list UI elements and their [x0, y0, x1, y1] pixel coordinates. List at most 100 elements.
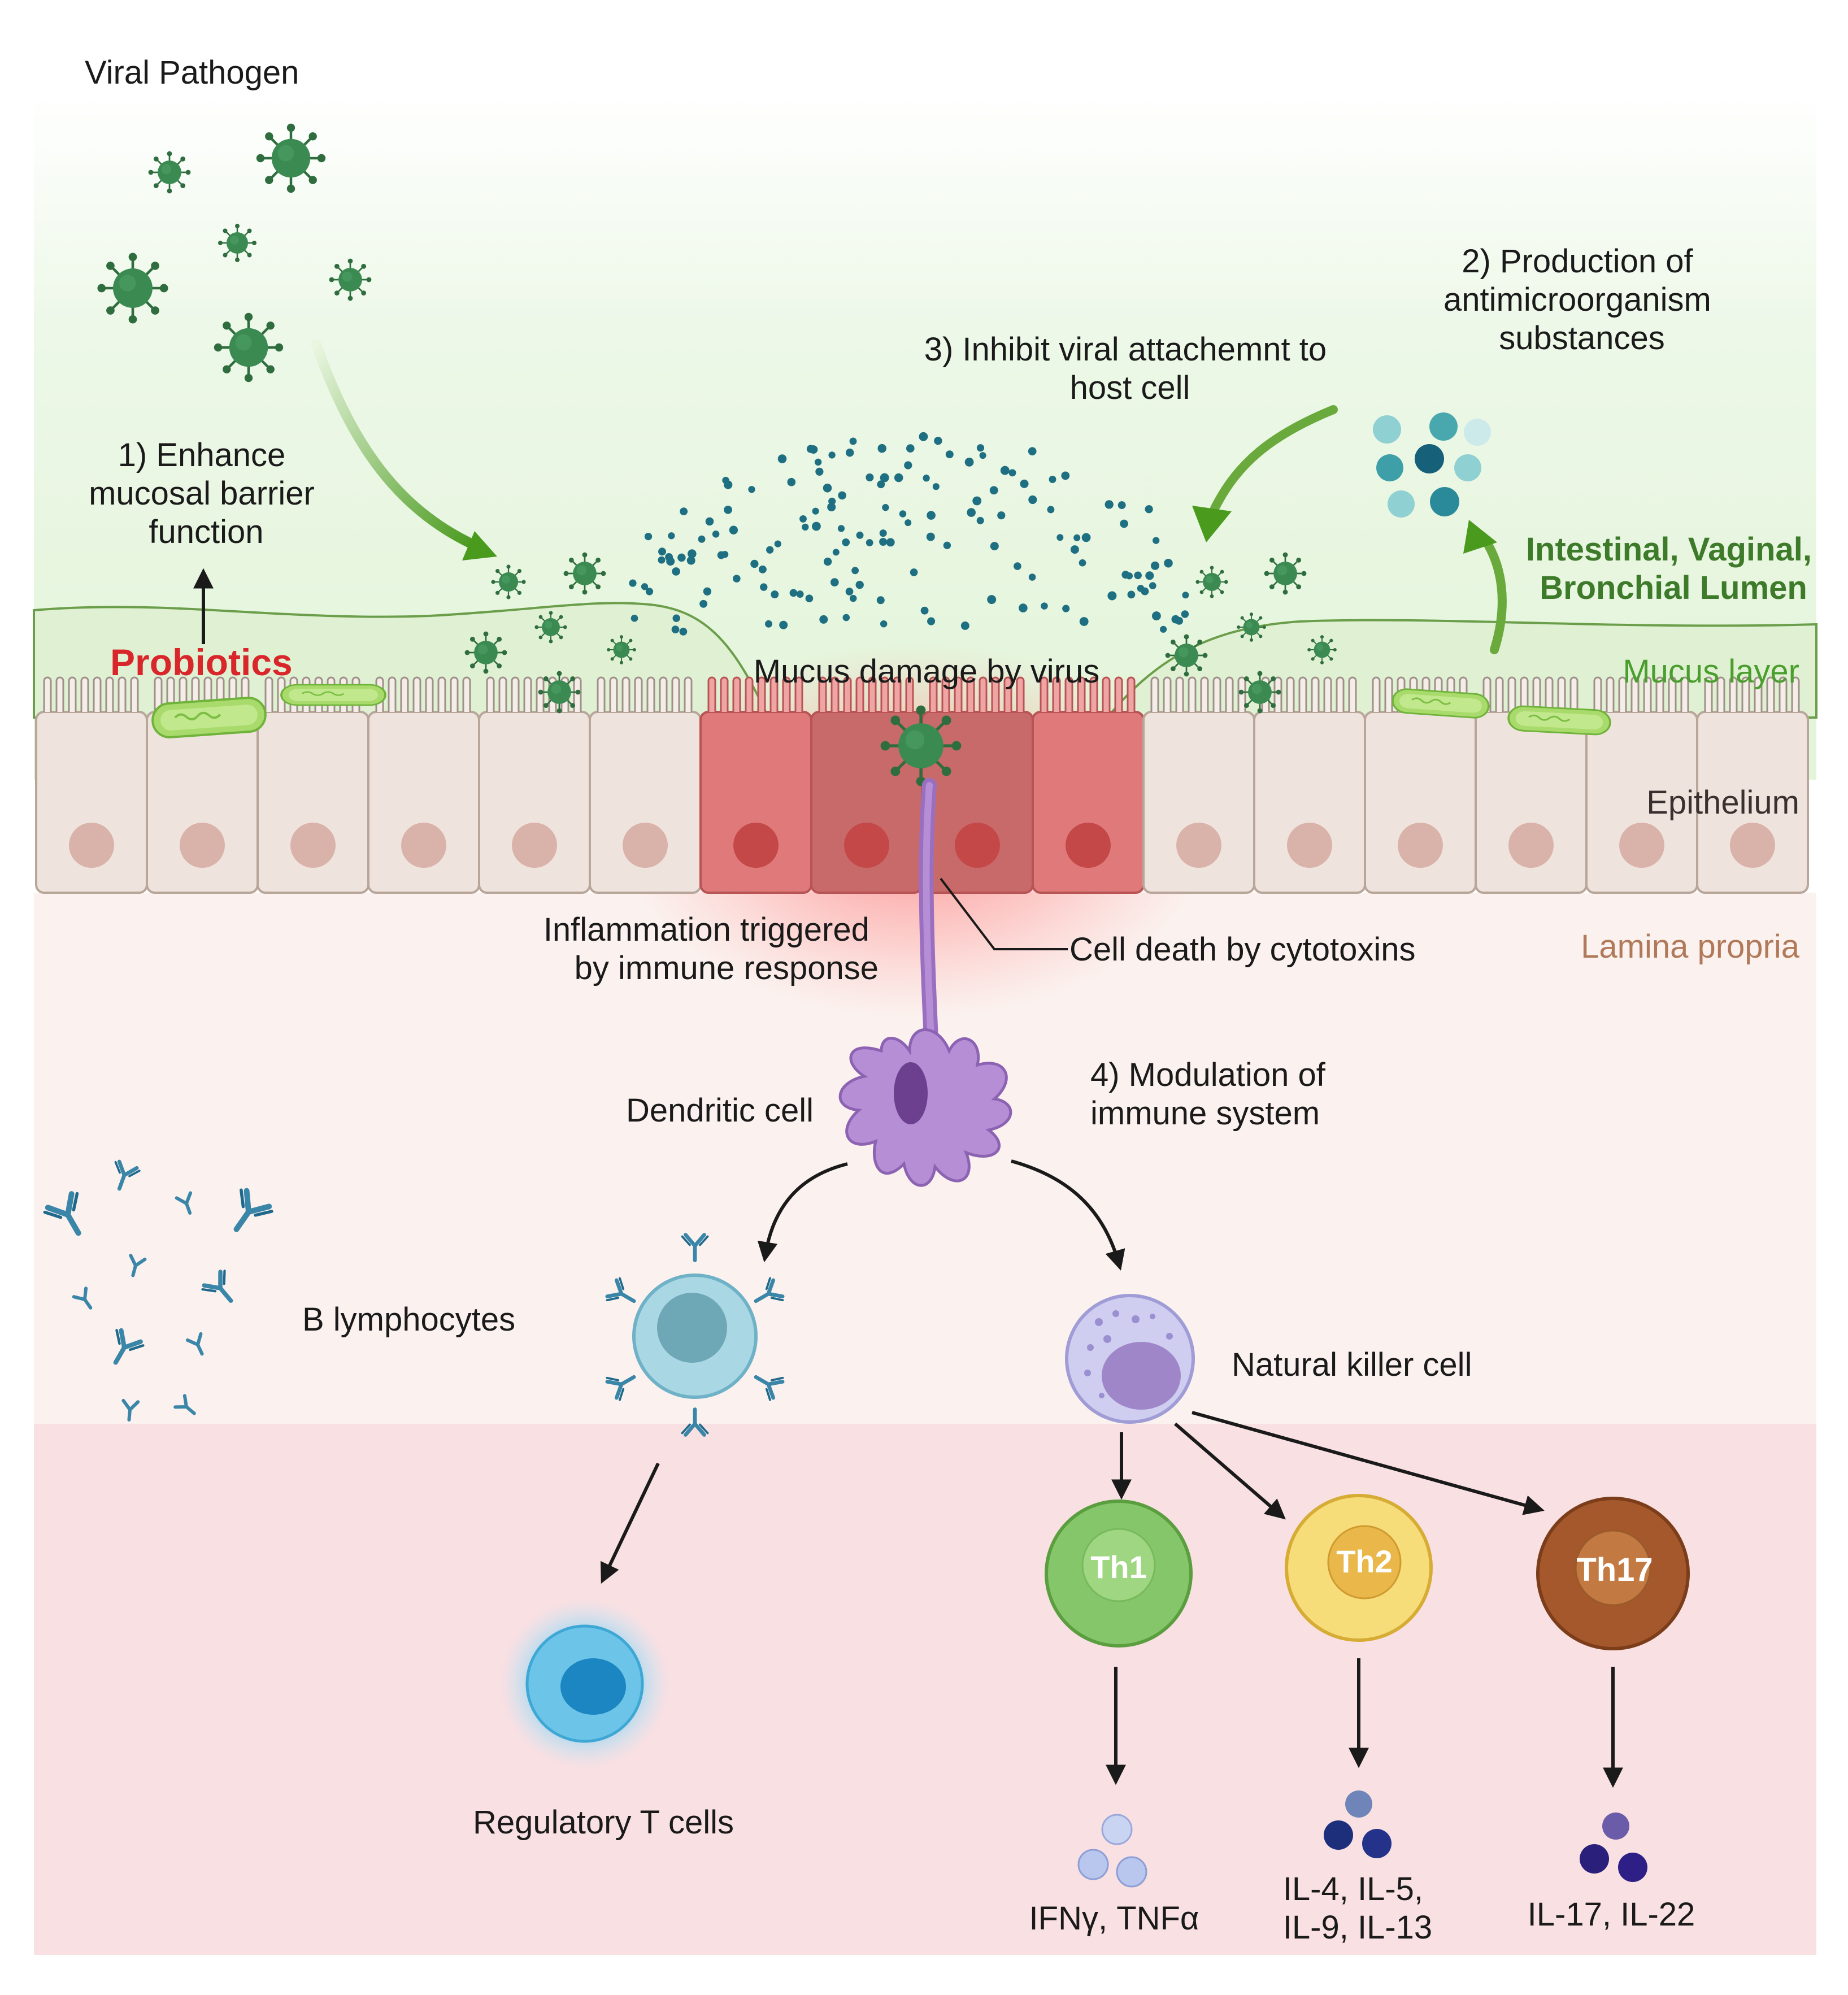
- cytokine-molecule-icon: [1580, 1844, 1609, 1874]
- mucus-dot: [979, 452, 986, 459]
- microvillus: [1754, 676, 1763, 712]
- mucus-dot: [882, 504, 889, 511]
- cytokine-molecule-icon: [1345, 1790, 1372, 1818]
- mucus-dot: [658, 547, 666, 556]
- th1-cell: [1045, 1499, 1193, 1648]
- cytokine-molecule-icon: [1324, 1820, 1353, 1850]
- mucus-dot: [880, 473, 889, 483]
- label-dendritic-cell: Dendritic cell: [626, 1092, 814, 1129]
- mucus-dot: [967, 508, 976, 517]
- label-epithelium: Epithelium: [1646, 784, 1799, 821]
- microvillus: [1150, 676, 1159, 712]
- microvillus: [1040, 676, 1049, 712]
- label-inflammation: Inflammation triggered by immune respons…: [543, 911, 879, 986]
- mucus-dot: [641, 583, 649, 590]
- mucus-dot: [876, 596, 885, 605]
- microvillus: [68, 676, 77, 712]
- mucus-dot: [1121, 571, 1130, 579]
- microvillus: [462, 676, 471, 712]
- b-cell-nucleus: [657, 1293, 727, 1363]
- probiotic-bacterium-icon: [280, 684, 386, 706]
- microvillus: [659, 676, 668, 712]
- epithelial-nucleus: [180, 823, 225, 868]
- virus-icon: [1164, 633, 1208, 677]
- mucus-dot: [877, 444, 886, 453]
- mucus-dot: [1164, 559, 1173, 568]
- arrow-dc-to-nk: [1011, 1159, 1125, 1271]
- mucus-dot: [672, 567, 680, 576]
- microvillus: [929, 676, 938, 712]
- microvillus: [707, 676, 716, 712]
- mucus-dot: [777, 454, 787, 463]
- mucus-dot: [1181, 610, 1189, 618]
- microvillus: [1495, 676, 1504, 712]
- microvillus: [880, 676, 889, 712]
- mucus-dot: [845, 448, 854, 457]
- mucus-dot: [879, 529, 887, 537]
- microvillus: [437, 676, 446, 712]
- microvillus: [1655, 676, 1664, 712]
- microvillus: [905, 676, 914, 712]
- mucus-dot: [904, 461, 912, 470]
- microvillus: [646, 676, 655, 712]
- cytokine-molecule-icon: [1618, 1853, 1647, 1882]
- label-lumen: Intestinal, Vaginal, Bronchial Lumen: [1526, 531, 1821, 606]
- mucus-dot: [1171, 615, 1180, 624]
- microvillus: [1003, 676, 1012, 712]
- microvillus: [93, 676, 102, 712]
- microvillus: [1520, 676, 1529, 712]
- mucus-dot: [934, 436, 942, 445]
- mucus-dot: [910, 568, 918, 576]
- mucus-dot: [779, 620, 788, 629]
- virus-icon: [1238, 670, 1282, 714]
- arrow-virus-to-mucus: [311, 340, 480, 550]
- mucus-dot: [1151, 611, 1161, 621]
- mucus-dot: [927, 617, 936, 625]
- microvillus: [1175, 676, 1184, 712]
- mucus-dot: [837, 525, 845, 532]
- microvillus: [1212, 676, 1221, 712]
- microvillus: [745, 676, 754, 712]
- mucus-dot: [987, 595, 997, 605]
- microvillus: [486, 676, 495, 712]
- arrow-nk-to-th17: [1192, 1411, 1545, 1515]
- mucus-dot: [1145, 571, 1154, 580]
- microvillus: [1643, 676, 1652, 712]
- cytokine-molecule-icon: [1602, 1813, 1629, 1840]
- antimicrobial-molecule-icon: [1464, 419, 1491, 446]
- label-mucus-layer: Mucus layer: [1623, 653, 1799, 690]
- mucus-dot: [1073, 534, 1081, 541]
- th2-cell: [1285, 1494, 1433, 1642]
- epithelial-nucleus: [733, 823, 779, 868]
- microvillus: [1163, 676, 1172, 712]
- mucus-dot: [814, 458, 822, 466]
- microvillus: [1569, 676, 1579, 712]
- mucus-dot: [722, 476, 729, 484]
- mucus-dot: [845, 588, 854, 596]
- microvillus: [105, 676, 114, 712]
- microvillus: [450, 676, 459, 712]
- mucus-dots: [629, 432, 1189, 636]
- mucus-dot: [1120, 519, 1128, 528]
- probiotic-bacterium-icon: [1507, 704, 1612, 737]
- microvillus: [1052, 676, 1061, 712]
- th17-cytokines: [1580, 1813, 1647, 1882]
- antimicrobial-molecule-icon: [1388, 490, 1415, 518]
- microvillus: [1336, 676, 1345, 712]
- mucus-dot: [849, 437, 857, 445]
- label-regulatory-t: Regulatory T cells: [473, 1804, 734, 1841]
- label-cell-death: Cell death by cytotoxins: [1069, 931, 1416, 968]
- microvillus: [55, 676, 64, 712]
- microvillus: [1348, 676, 1357, 712]
- microvillus: [843, 676, 852, 712]
- antimicrobial-molecule-icon: [1429, 412, 1458, 441]
- mucus-dot: [796, 590, 804, 598]
- microvillus: [1668, 676, 1677, 712]
- virus-icon: [1236, 612, 1267, 642]
- mucus-dot: [799, 515, 807, 523]
- mucus-dot: [1061, 471, 1070, 480]
- mucus-dot: [666, 557, 675, 566]
- microvillus: [511, 676, 520, 712]
- microvillus: [794, 676, 803, 712]
- mucus-dot: [976, 516, 984, 524]
